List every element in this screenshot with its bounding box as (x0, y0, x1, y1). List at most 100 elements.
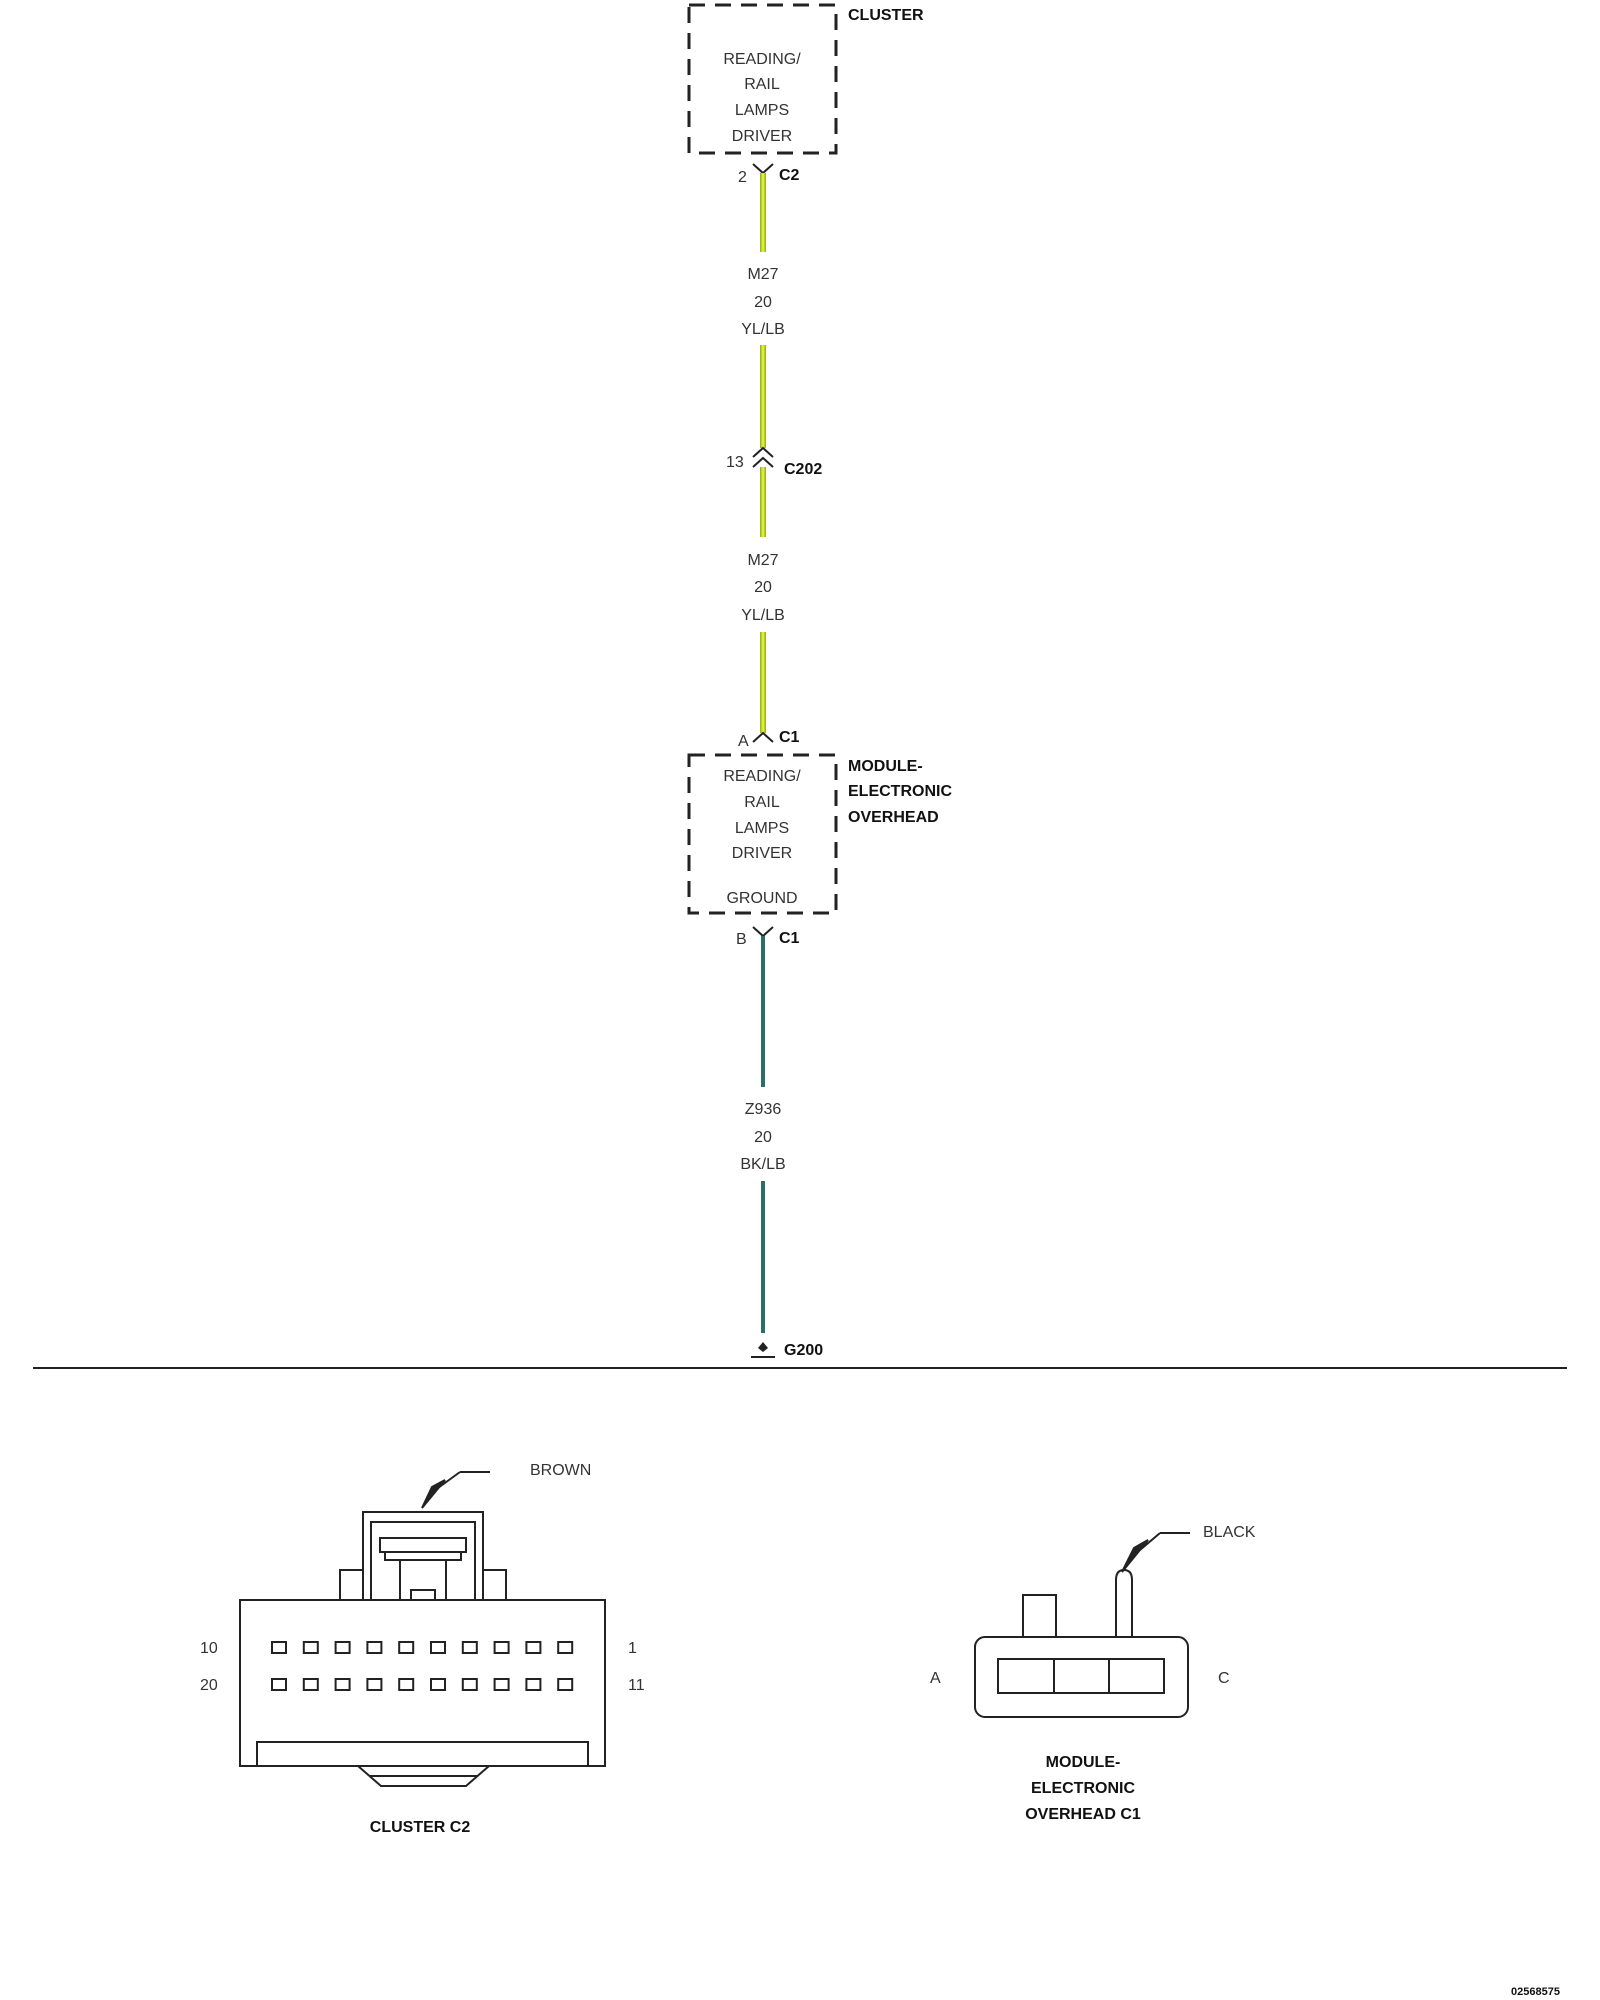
module-line-1: READING/ (723, 768, 801, 785)
cluster-connector-color: BROWN (530, 1462, 591, 1479)
cluster-title: CLUSTER (848, 7, 924, 24)
wire-middle-color-code: YL/LB (741, 607, 785, 624)
wire-z936-ground: Z936 20 BK/LB (740, 936, 786, 1333)
document-number: 02568575 (1511, 1986, 1560, 1998)
module-line-2: RAIL (744, 794, 780, 811)
module-connector-id-top: C1 (779, 729, 800, 746)
ground-label: G200 (784, 1342, 823, 1359)
module-view-title-1: MODULE- (1046, 1754, 1121, 1771)
module-connector-color: BLACK (1203, 1524, 1256, 1541)
cavity-r1-c4 (366, 1641, 383, 1654)
wire-ground-color-code: BK/LB (740, 1156, 785, 1173)
module-title-3: OVERHEAD (848, 809, 939, 826)
module-ground-label: GROUND (726, 890, 797, 907)
module-pin-left: A (930, 1670, 941, 1687)
cluster-line-2: RAIL (744, 76, 780, 93)
cluster-connector-keyway (357, 1765, 490, 1787)
cavity-r1-c1 (271, 1641, 287, 1654)
connector-chevron-icon (752, 163, 774, 175)
wire-upper-gauge: 20 (754, 294, 772, 311)
module-connector-tab (1022, 1594, 1057, 1638)
cluster-connector-title: CLUSTER C2 (370, 1819, 471, 1836)
module-component: MODULE- ELECTRONIC OVERHEAD READING/ RAI… (687, 753, 952, 915)
cluster-latch-outer (362, 1511, 484, 1601)
module-dashed-box (687, 753, 838, 915)
module-pin-right: C (1218, 1670, 1230, 1687)
brown-callout-arrow-icon (421, 1479, 446, 1509)
ground-g200: G200 (751, 1342, 823, 1359)
module-connector-latch (1115, 1568, 1133, 1637)
cavity-r1-c5 (398, 1641, 415, 1654)
cluster-line-4: DRIVER (732, 128, 792, 145)
module-connector-body (974, 1636, 1189, 1718)
black-callout-arrow-icon (1121, 1539, 1149, 1573)
cluster-connector-rail (256, 1741, 589, 1767)
cluster-c2-connector-symbol: 2 C2 (738, 163, 800, 186)
module-c1-pin-a-symbol: A C1 (738, 729, 800, 750)
cavity-r1-c3 (334, 1641, 351, 1654)
cavity-r1-c8 (493, 1641, 510, 1654)
connector-chevron-icon (752, 926, 774, 938)
module-line-3: LAMPS (735, 820, 789, 837)
module-line-4: DRIVER (732, 845, 792, 862)
cluster-c2-labels: BROWN 10 1 20 11 CLUSTER C2 (200, 1462, 645, 1836)
cluster-connector-id: C2 (779, 167, 800, 184)
cluster-dashed-box (687, 3, 838, 155)
cavity-r2-c1 (271, 1678, 287, 1691)
cavity-r2-c3 (334, 1678, 351, 1691)
inline-chevron-bottom-icon (752, 456, 774, 468)
cluster-line-3: LAMPS (735, 102, 789, 119)
cluster-pin-top-left: 10 (200, 1640, 218, 1657)
cavity-r1-c9 (525, 1641, 542, 1654)
wire-m27-upper: M27 20 YL/LB (741, 173, 785, 448)
module-title-1: MODULE- (848, 758, 923, 775)
inline-connector-id: C202 (784, 461, 822, 478)
cluster-pin-number: 2 (738, 169, 747, 186)
cavity-r1-c10 (557, 1641, 574, 1654)
cluster-pin-bottom-right: 11 (628, 1677, 645, 1694)
module-c1-connector-view (974, 1532, 1190, 1718)
cluster-side-tab-right (482, 1569, 507, 1601)
cluster-latch-tongue (399, 1559, 447, 1601)
cluster-side-tab-left (339, 1569, 364, 1601)
cavity-r2-c6 (430, 1678, 446, 1691)
inline-pin-number: 13 (726, 454, 744, 471)
cluster-latch-bar (379, 1537, 467, 1553)
cavity-r2-c2 (302, 1678, 319, 1691)
cavity-r2-c8 (493, 1678, 510, 1691)
cavity-r2-c7 (461, 1678, 478, 1691)
wire-upper-color-code: YL/LB (741, 321, 785, 338)
module-title-2: ELECTRONIC (848, 783, 952, 800)
cluster-pin-bottom-left: 20 (200, 1677, 218, 1694)
cavity-r2-c4 (366, 1678, 383, 1691)
cluster-latch-slot (384, 1551, 462, 1561)
wire-upper-circuit: M27 (747, 266, 778, 283)
wire-ground-gauge: 20 (754, 1129, 772, 1146)
wire-middle-gauge: 20 (754, 579, 772, 596)
cluster-component: CLUSTER READING/ RAIL LAMPS DRIVER (687, 3, 924, 155)
cavity-r1-c6 (430, 1641, 446, 1654)
wire-middle-circuit: M27 (747, 552, 778, 569)
module-view-title-2: ELECTRONIC (1031, 1780, 1135, 1797)
module-pin-out: B (736, 931, 747, 948)
module-cavity-row (997, 1658, 1165, 1694)
inline-connector-c202: 13 C202 (726, 446, 822, 478)
cavity-r1-c2 (302, 1641, 319, 1654)
cluster-pin-top-right: 1 (628, 1640, 637, 1657)
cavity-r2-c5 (398, 1678, 415, 1691)
module-view-title-3: OVERHEAD C1 (1025, 1806, 1141, 1823)
module-c1-pin-b-symbol: B C1 (736, 926, 800, 948)
cluster-c2-cavities (271, 1641, 574, 1691)
cluster-line-1: READING/ (723, 51, 801, 68)
cavity-r2-c10 (557, 1678, 574, 1691)
connector-chevron-icon (752, 731, 774, 743)
module-connector-id-bottom: C1 (779, 930, 800, 947)
cluster-c2-connector-view (239, 1471, 606, 1787)
wire-m27-middle: M27 20 YL/LB (741, 467, 785, 733)
module-c1-labels: BLACK A C MODULE- ELECTRONIC OVERHEAD C1 (930, 1524, 1256, 1823)
inline-chevron-top-icon (752, 446, 774, 458)
ground-icon (758, 1342, 768, 1352)
cluster-latch-tab (410, 1589, 436, 1601)
cavity-r2-c9 (525, 1678, 542, 1691)
